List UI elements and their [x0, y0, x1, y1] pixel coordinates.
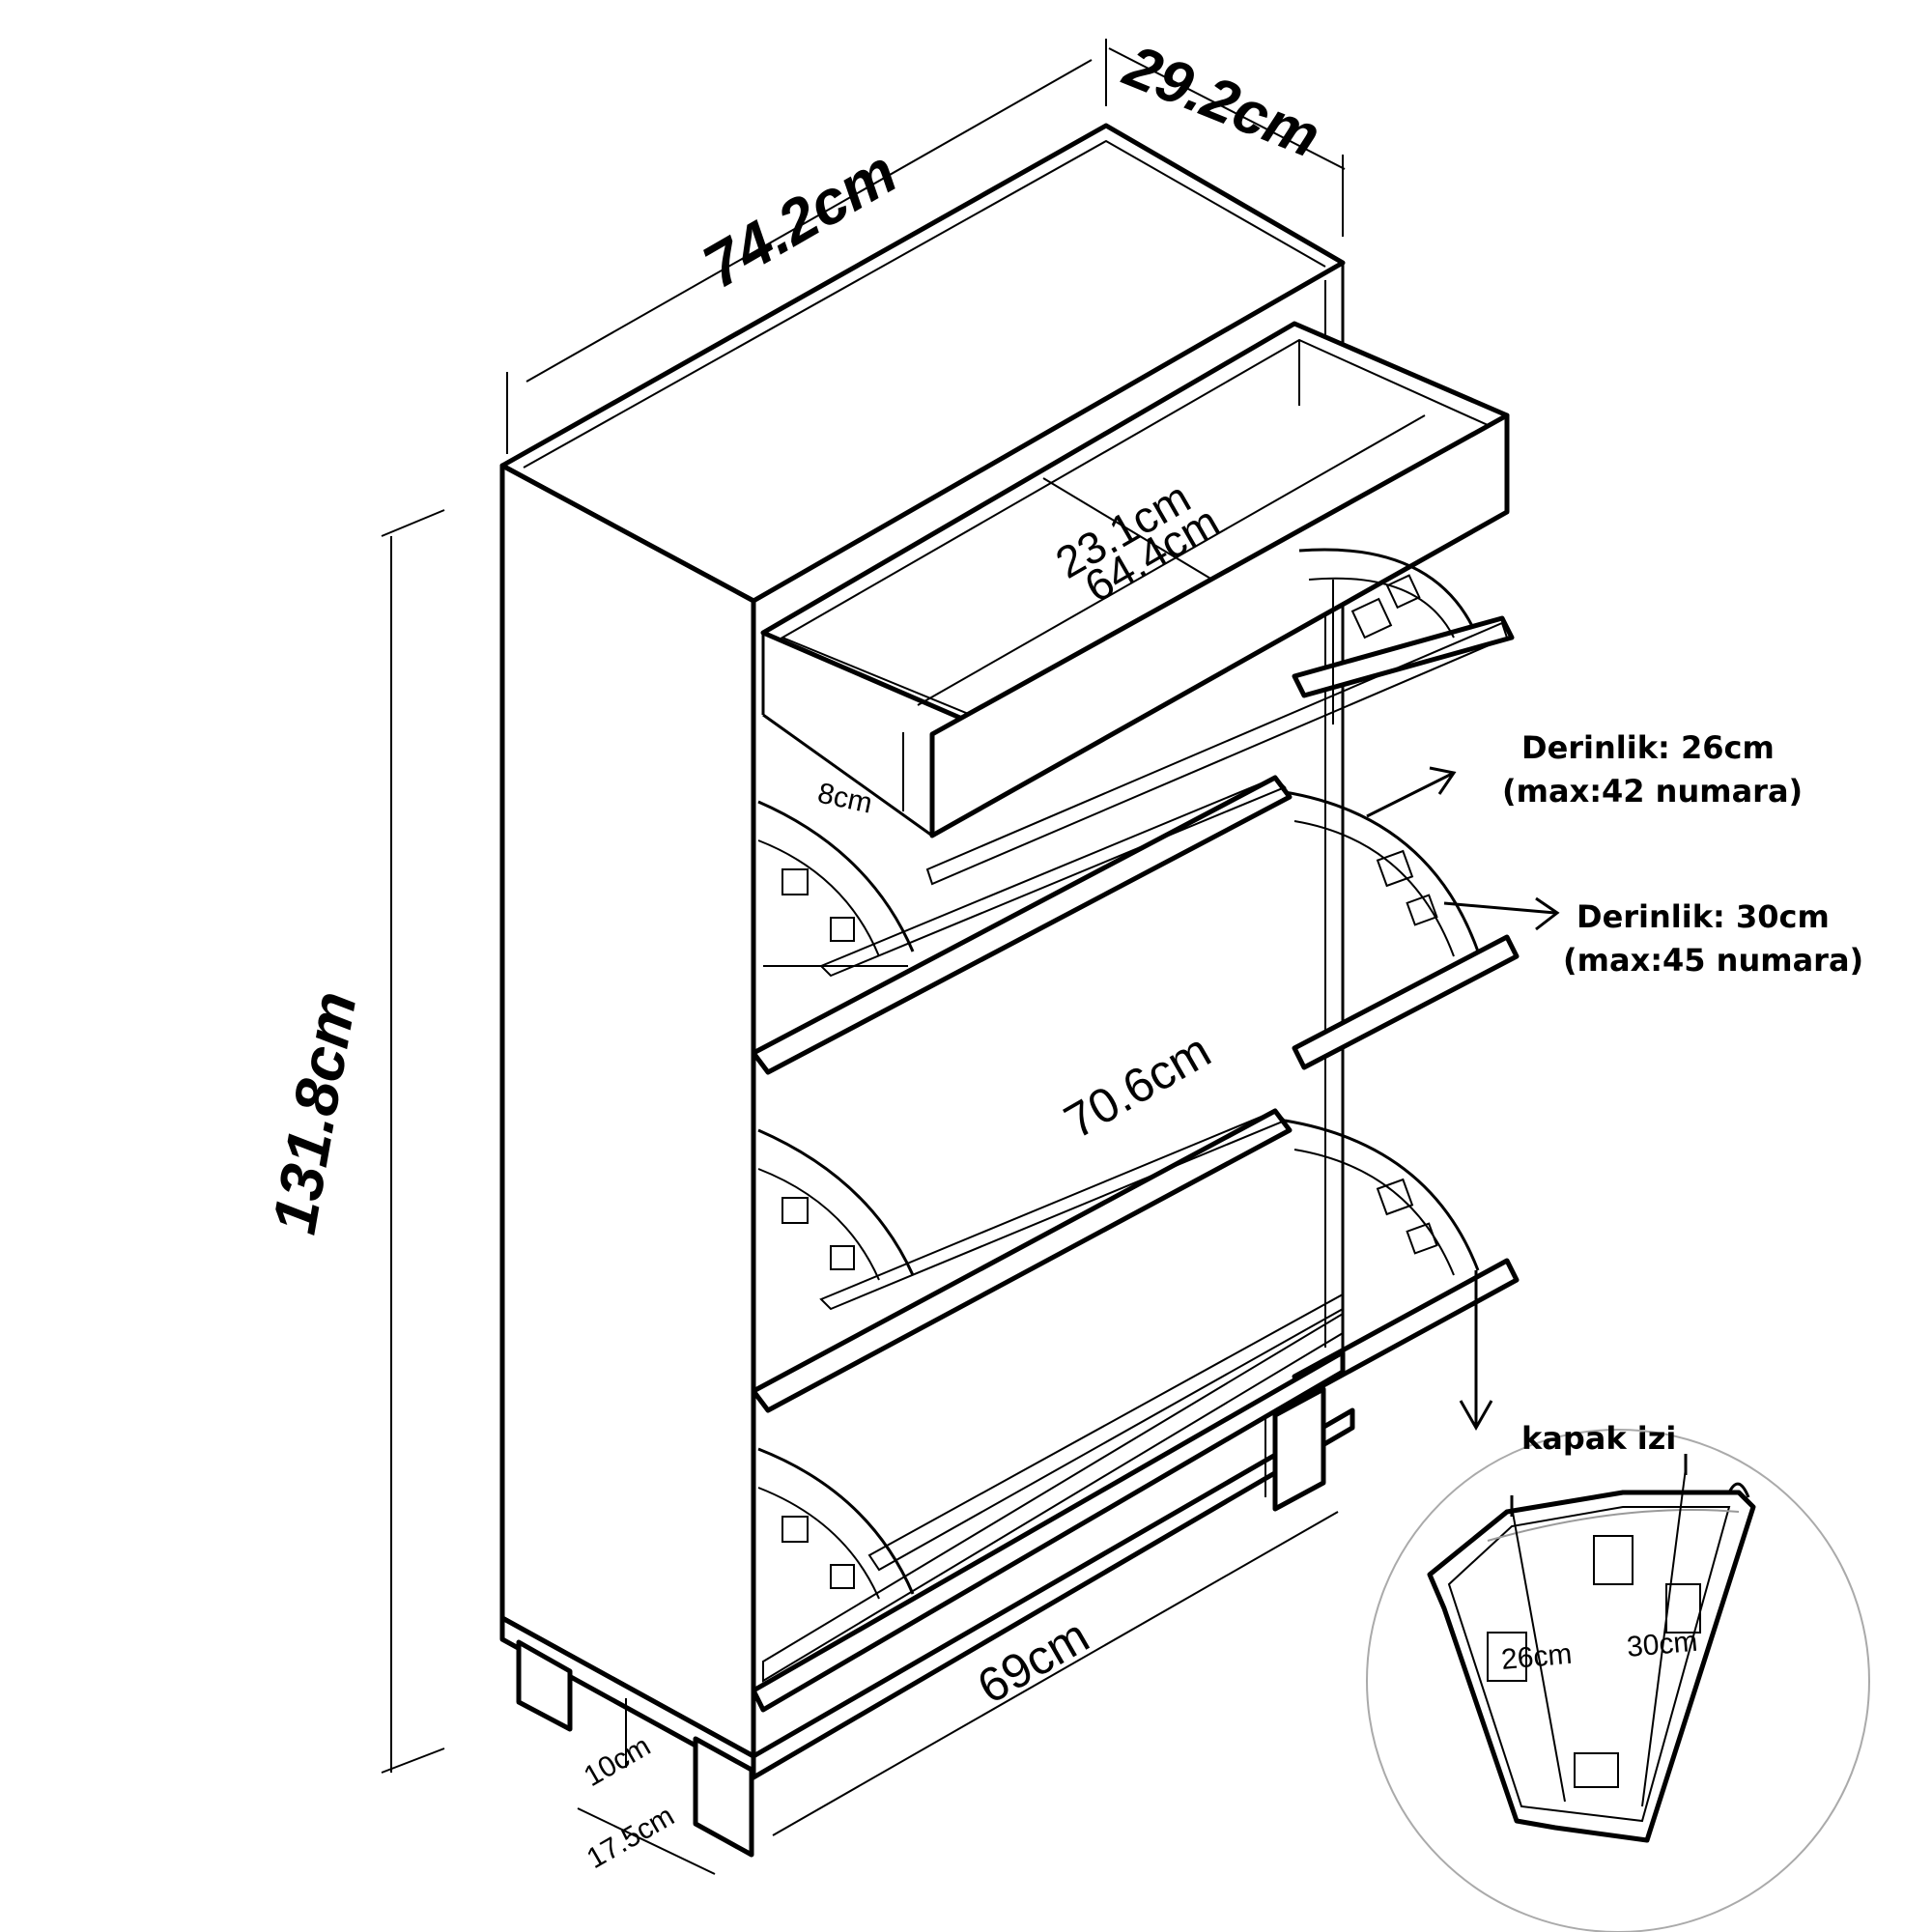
drawer-front — [929, 412, 1510, 838]
drawer-height-label: 8cm — [815, 778, 875, 820]
dimension-lines — [381, 39, 1426, 1875]
upper-max-callout: (max:42 numara) — [1502, 773, 1803, 810]
flap-lowest — [751, 1293, 1346, 1713]
flap-top — [925, 548, 1515, 886]
lower-max-callout: (max:45 numara) — [1563, 942, 1863, 979]
callout-arrows — [1366, 766, 1560, 1432]
height-label: 131.8cm — [259, 986, 370, 1238]
lower-depth-callout: Derinlik: 30cm — [1577, 898, 1830, 935]
leg-back-right — [1272, 1386, 1326, 1512]
leg-height-label: 10cm — [579, 1730, 656, 1793]
leg-front-right — [693, 1736, 754, 1858]
leg-front-left — [516, 1639, 573, 1732]
drawer — [760, 321, 1510, 838]
detail-right-label: 30cm — [1626, 1626, 1699, 1663]
flap-middle — [751, 775, 1520, 1075]
upper-depth-callout: Derinlik: 26cm — [1521, 729, 1775, 766]
leg-depth-label: 17.5cm — [582, 1800, 680, 1875]
flap-trace-detail — [1366, 1429, 1870, 1932]
flap-bottom — [751, 1108, 1520, 1413]
detail-title: kapak izi — [1521, 1420, 1676, 1457]
cabinet-body — [499, 123, 1355, 1858]
flap-width-label: 70.6cm — [1056, 1023, 1220, 1149]
detail-left-label: 26cm — [1500, 1638, 1574, 1676]
